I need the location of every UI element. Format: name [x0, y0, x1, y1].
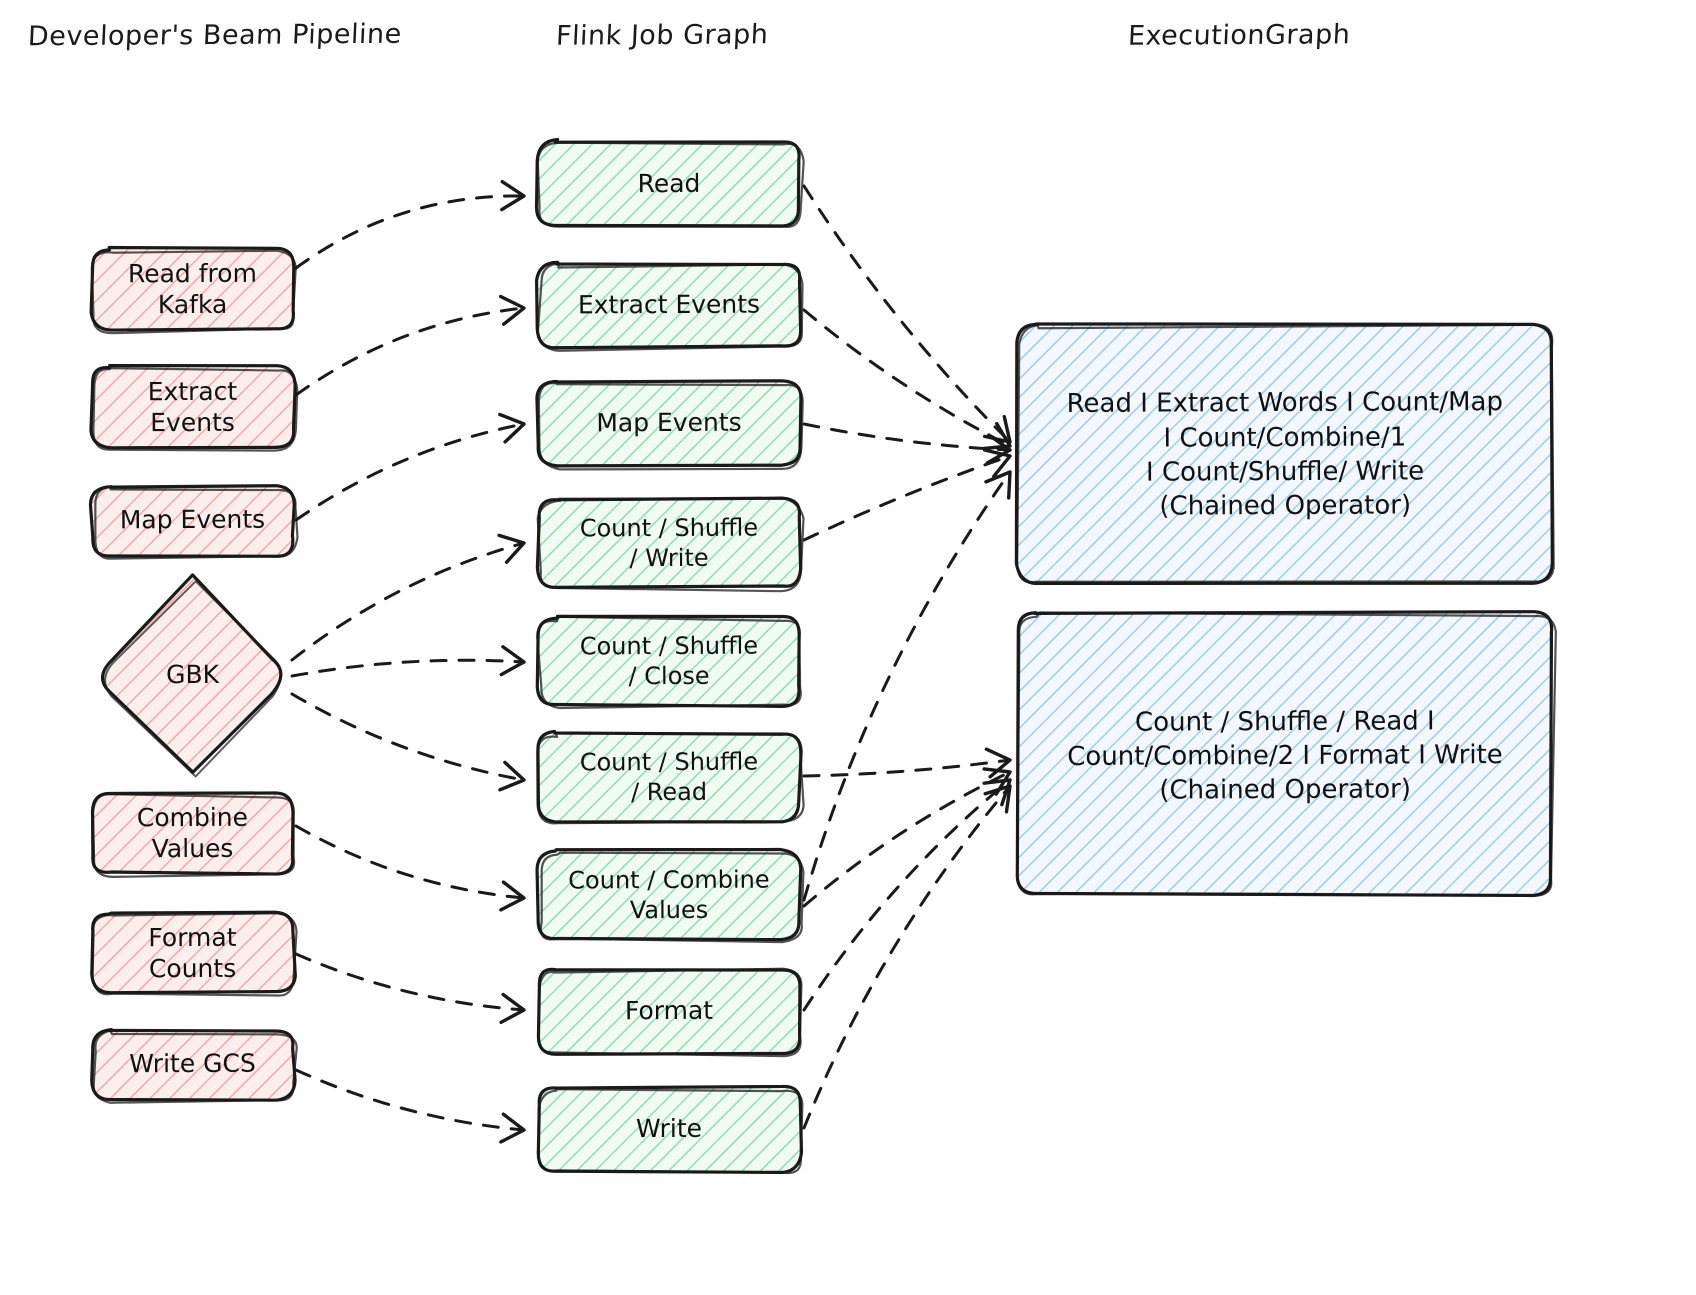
edge: [802, 758, 1012, 778]
edge: [294, 1068, 526, 1132]
arrowhead: [498, 760, 526, 792]
edge: [802, 770, 1012, 908]
edge: [802, 184, 1012, 444]
edge: [294, 306, 526, 397]
nodes-layer: [88, 137, 1557, 1175]
column-title-beam: Developer's Beam Pipeline: [27, 18, 403, 53]
arrowhead: [498, 412, 526, 444]
arrowheads-layer: [497, 179, 1012, 1144]
flink-node-count-shuffle-write[interactable]: [535, 496, 805, 593]
arrowhead: [499, 645, 526, 677]
arrowhead: [499, 880, 526, 912]
edge: [802, 454, 1012, 542]
edge: [802, 308, 1012, 448]
edge: [290, 541, 526, 662]
flink-node-format[interactable]: [536, 967, 803, 1058]
arrowhead: [985, 433, 1012, 465]
beam-node-read-from-kafka[interactable]: [89, 245, 297, 335]
arrowhead: [499, 1112, 526, 1144]
edges-layer: [290, 184, 1012, 1132]
column-title-flink: Flink Job Graph: [555, 19, 770, 52]
arrowhead: [982, 778, 1012, 807]
arrowhead: [984, 470, 1012, 500]
edge: [294, 194, 526, 270]
beam-node-extract-events[interactable]: [89, 364, 299, 452]
edge: [802, 784, 1012, 1130]
arrowhead: [983, 784, 1012, 814]
edge: [290, 658, 526, 678]
beam-node-write-gcs[interactable]: [90, 1028, 298, 1104]
arrowhead: [982, 448, 1012, 479]
exec-node-chained-operator-1[interactable]: [1014, 322, 1555, 586]
edge: [294, 824, 526, 900]
edge: [802, 778, 1012, 1012]
arrowhead: [982, 421, 1012, 451]
edge: [294, 422, 526, 522]
arrowhead: [500, 179, 526, 212]
exec-node-chained-operator-2[interactable]: [1015, 610, 1557, 898]
flink-node-count-combine-values[interactable]: [535, 847, 805, 944]
beam-node-map-events[interactable]: [88, 484, 299, 560]
flink-node-map-events[interactable]: [535, 379, 804, 471]
beam-node-combine-values[interactable]: [90, 791, 296, 878]
beam-node-format-counts[interactable]: [90, 910, 298, 997]
beam-node-gbk[interactable]: [100, 573, 283, 778]
flink-node-count-shuffle-close[interactable]: [535, 614, 802, 710]
flink-node-read[interactable]: [534, 137, 805, 228]
arrowhead: [497, 533, 526, 564]
edge: [802, 422, 1012, 452]
flink-node-write[interactable]: [536, 1084, 804, 1175]
edge: [290, 692, 526, 782]
flink-node-count-shuffle-read[interactable]: [536, 729, 805, 825]
column-title-exec: ExecutionGraph: [1127, 19, 1352, 52]
edge: [802, 470, 1012, 902]
edge: [294, 952, 526, 1012]
arrowhead: [498, 294, 526, 326]
arrowhead: [499, 992, 526, 1025]
flink-node-extract-events[interactable]: [534, 260, 804, 352]
arrowhead: [982, 767, 1012, 796]
